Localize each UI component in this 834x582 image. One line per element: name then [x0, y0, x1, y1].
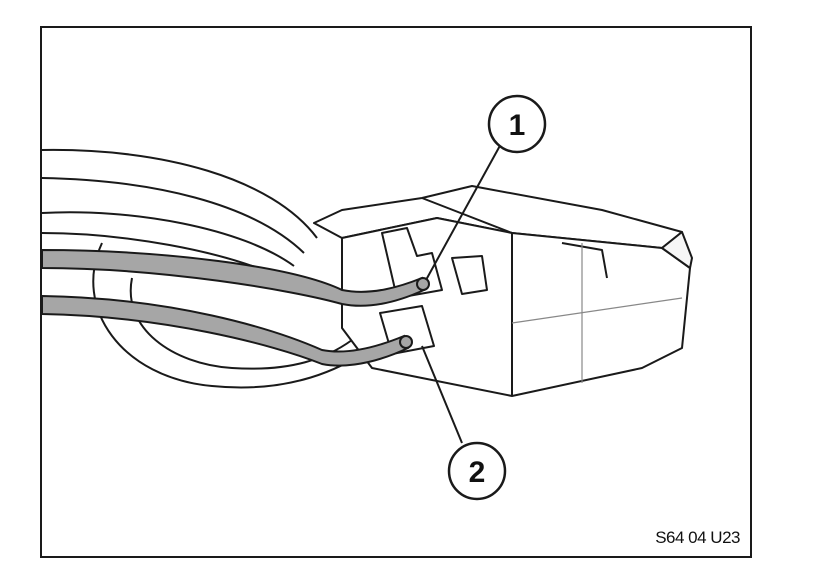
callout-2-leader — [421, 345, 463, 444]
connector-side-face — [661, 231, 693, 269]
connector-ridge — [421, 197, 513, 396]
diagram-frame: 1 2 S64 04 U23 — [40, 26, 752, 558]
callout-1-circle — [487, 94, 547, 154]
callout-1: 1 — [487, 94, 547, 154]
figure-reference-code: S64 04 U23 — [655, 528, 740, 547]
callout-1-label: 1 — [509, 109, 526, 142]
harness-outer-lower — [42, 177, 305, 254]
connector-illustration: 1 2 — [42, 94, 693, 501]
callout-2-circle — [447, 441, 507, 501]
connector-seam-horizontal — [511, 297, 683, 324]
harness-outer-upper — [42, 148, 318, 239]
connector-slot — [561, 242, 608, 279]
callout-2: 2 — [447, 441, 507, 501]
callout-1-leader — [425, 141, 503, 281]
callout-leaders — [421, 141, 503, 444]
connector-housing — [313, 185, 693, 397]
harness-inner-upper — [42, 211, 295, 267]
callout-2-label: 2 — [469, 456, 486, 489]
terminal-latch — [451, 255, 488, 295]
wire-upper-end — [416, 277, 430, 291]
wire-lower-end — [399, 335, 413, 349]
connector-wires — [42, 248, 430, 367]
